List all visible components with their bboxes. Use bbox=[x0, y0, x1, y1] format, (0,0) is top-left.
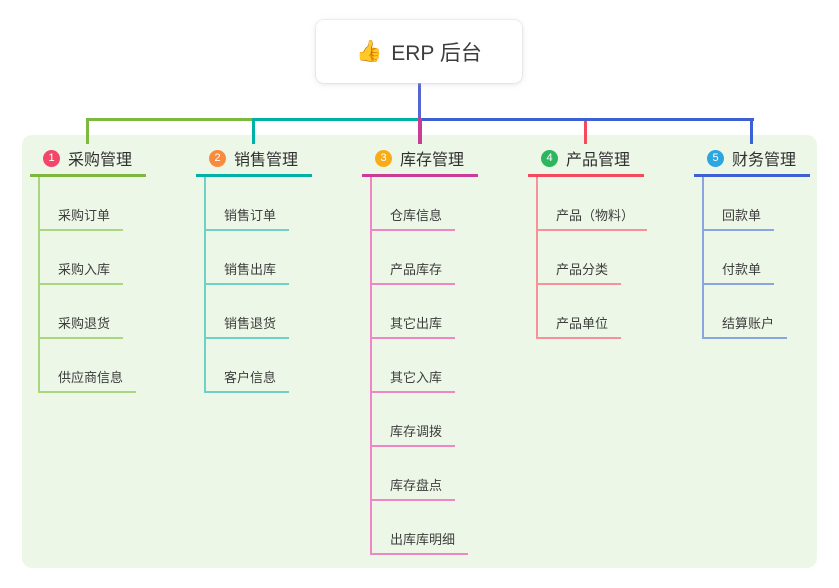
branch-采购管理: 1 采购管理采购订单采购入库采购退货供应商信息 bbox=[30, 147, 162, 393]
connector-line bbox=[584, 118, 587, 144]
root-node-label: ERP 后台 bbox=[391, 41, 482, 65]
child-connector-line bbox=[38, 177, 40, 393]
child-node[interactable]: 产品库存 bbox=[370, 231, 456, 285]
child-node[interactable]: 出库库明细 bbox=[370, 501, 469, 555]
child-connector-line bbox=[204, 177, 206, 393]
branch-财务管理: 5 财务管理回款单付款单结算账户 bbox=[694, 147, 826, 339]
child-node[interactable]: 付款单 bbox=[702, 231, 775, 285]
child-node[interactable]: 回款单 bbox=[702, 177, 775, 231]
branch-title: 财务管理 bbox=[732, 152, 797, 169]
child-node[interactable]: 采购订单 bbox=[38, 177, 124, 231]
root-node[interactable]: 👍 ERP 后台 bbox=[316, 20, 522, 83]
branch-title: 采购管理 bbox=[68, 152, 133, 169]
branch-title: 库存管理 bbox=[400, 152, 465, 169]
branch-number-badge: 3 bbox=[375, 149, 392, 167]
child-connector-line bbox=[702, 177, 704, 339]
child-connector-line bbox=[370, 177, 372, 555]
child-node[interactable]: 销售出库 bbox=[204, 231, 290, 285]
branch-产品管理: 4 产品管理产品（物料）产品分类产品单位 bbox=[528, 147, 660, 339]
branch-header[interactable]: 3 库存管理 bbox=[362, 147, 478, 177]
child-node[interactable]: 采购入库 bbox=[38, 231, 124, 285]
child-node[interactable]: 客户信息 bbox=[204, 339, 290, 393]
connector-line bbox=[750, 118, 753, 144]
child-node[interactable]: 产品分类 bbox=[536, 231, 622, 285]
child-node[interactable]: 结算账户 bbox=[702, 285, 788, 339]
child-node[interactable]: 库存盘点 bbox=[370, 447, 456, 501]
child-node[interactable]: 采购退货 bbox=[38, 285, 124, 339]
child-node[interactable]: 产品（物料） bbox=[536, 177, 648, 231]
connector-line bbox=[252, 118, 255, 144]
branch-销售管理: 2 销售管理销售订单销售出库销售退货客户信息 bbox=[196, 147, 328, 393]
connector-line bbox=[86, 118, 89, 144]
child-node[interactable]: 库存调拨 bbox=[370, 393, 456, 447]
branch-header[interactable]: 5 财务管理 bbox=[694, 147, 810, 177]
connector-line bbox=[253, 118, 421, 121]
branch-number-badge: 1 bbox=[43, 149, 60, 167]
branch-title: 产品管理 bbox=[566, 152, 631, 169]
child-node[interactable]: 其它入库 bbox=[370, 339, 456, 393]
branch-header[interactable]: 4 产品管理 bbox=[528, 147, 644, 177]
branch-title: 销售管理 bbox=[234, 152, 299, 169]
connector-line bbox=[418, 118, 422, 144]
child-node[interactable]: 仓库信息 bbox=[370, 177, 456, 231]
connector-line bbox=[418, 83, 421, 121]
thumbs-up-icon: 👍 bbox=[356, 39, 383, 63]
mindmap-canvas bbox=[22, 135, 817, 568]
connector-line bbox=[418, 118, 754, 121]
branch-header[interactable]: 1 采购管理 bbox=[30, 147, 146, 177]
branch-number-badge: 2 bbox=[209, 149, 226, 167]
child-connector-line bbox=[536, 177, 538, 339]
branch-number-badge: 4 bbox=[541, 149, 558, 167]
child-node[interactable]: 供应商信息 bbox=[38, 339, 137, 393]
branch-库存管理: 3 库存管理仓库信息产品库存其它出库其它入库库存调拨库存盘点出库库明细 bbox=[362, 147, 494, 555]
child-node[interactable]: 其它出库 bbox=[370, 285, 456, 339]
child-node[interactable]: 产品单位 bbox=[536, 285, 622, 339]
child-node[interactable]: 销售退货 bbox=[204, 285, 290, 339]
branch-header[interactable]: 2 销售管理 bbox=[196, 147, 312, 177]
branch-number-badge: 5 bbox=[707, 149, 724, 167]
child-node[interactable]: 销售订单 bbox=[204, 177, 290, 231]
